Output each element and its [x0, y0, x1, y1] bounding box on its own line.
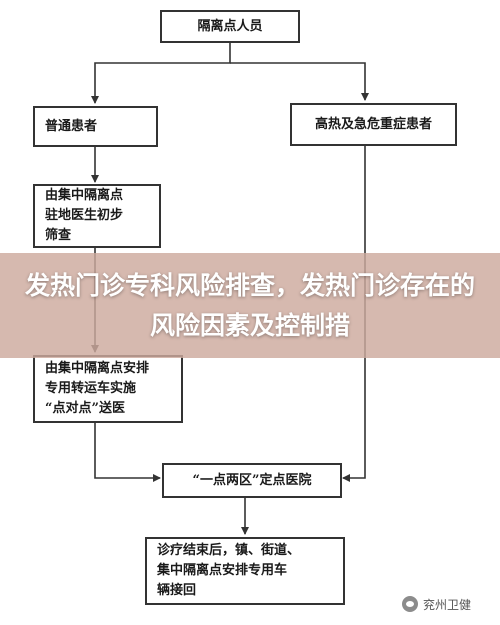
banner-title: 发热门诊专科风险排查，发热门诊存在的风险因素及控制措 [24, 270, 475, 340]
node-quarantine-personnel: 隔离点人员 [160, 10, 300, 43]
node-quarantine-personnel-label: 隔离点人员 [197, 18, 263, 34]
node-normal-patients-label: 普通患者 [45, 118, 98, 134]
node-transport-label: 由集中隔离点安排 专用转运车实施 “点对点”送医 [45, 361, 150, 416]
node-initial-screening-label: 由集中隔离点 驻地医生初步 筛查 [45, 188, 124, 243]
node-normal-patients: 普通患者 [33, 106, 158, 147]
node-designated-hospital-label: “一点两区”定点医院 [192, 472, 312, 488]
watermark-text: 兖州卫健 [423, 597, 472, 612]
node-initial-screening: 由集中隔离点 驻地医生初步 筛查 [33, 184, 161, 248]
wechat-icon [402, 596, 418, 612]
node-transport: 由集中隔离点安排 专用转运车实施 “点对点”送医 [33, 355, 183, 423]
watermark: 兖州卫健 [402, 592, 471, 616]
node-return-home: 诊疗结束后，镇、街道、 集中隔离点安排专用车 辆接回 [145, 537, 345, 605]
connector-top-split [91, 43, 231, 104]
node-return-home-label: 诊疗结束后，镇、街道、 集中隔离点安排专用车 辆接回 [157, 543, 301, 598]
node-fever-patients: 高热及急危重症患者 [290, 103, 457, 146]
title-banner: 发热门诊专科风险排查，发热门诊存在的风险因素及控制措 [0, 253, 500, 358]
connector-transport-to-hospital [94, 423, 161, 482]
node-designated-hospital: “一点两区”定点医院 [162, 463, 342, 498]
node-fever-patients-label: 高热及急危重症患者 [314, 116, 432, 132]
connector-top-right [230, 62, 369, 101]
